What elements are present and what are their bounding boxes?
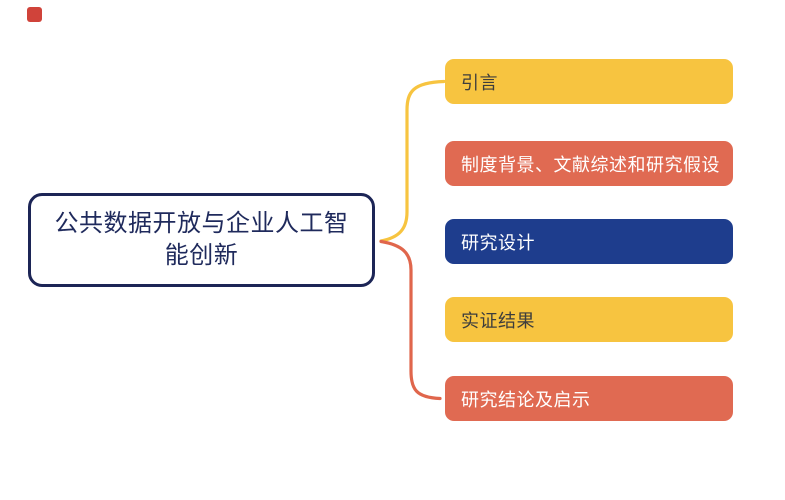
branch-node-empirical-results[interactable]: 实证结果 [445, 297, 733, 342]
branch-node-research-design[interactable]: 研究设计 [445, 219, 733, 264]
central-topic-node[interactable]: 公共数据开放与企业人工智能创新 [28, 193, 375, 287]
corner-mark [27, 7, 42, 22]
brace-upper-curve [379, 79, 446, 243]
branch-node-introduction[interactable]: 引言 [445, 59, 733, 104]
branch-node-background-literature-hypothesis[interactable]: 制度背景、文献综述和研究假设 [445, 141, 733, 186]
brace-lower-curve [379, 239, 442, 401]
branch-node-conclusions-implications[interactable]: 研究结论及启示 [445, 376, 733, 421]
